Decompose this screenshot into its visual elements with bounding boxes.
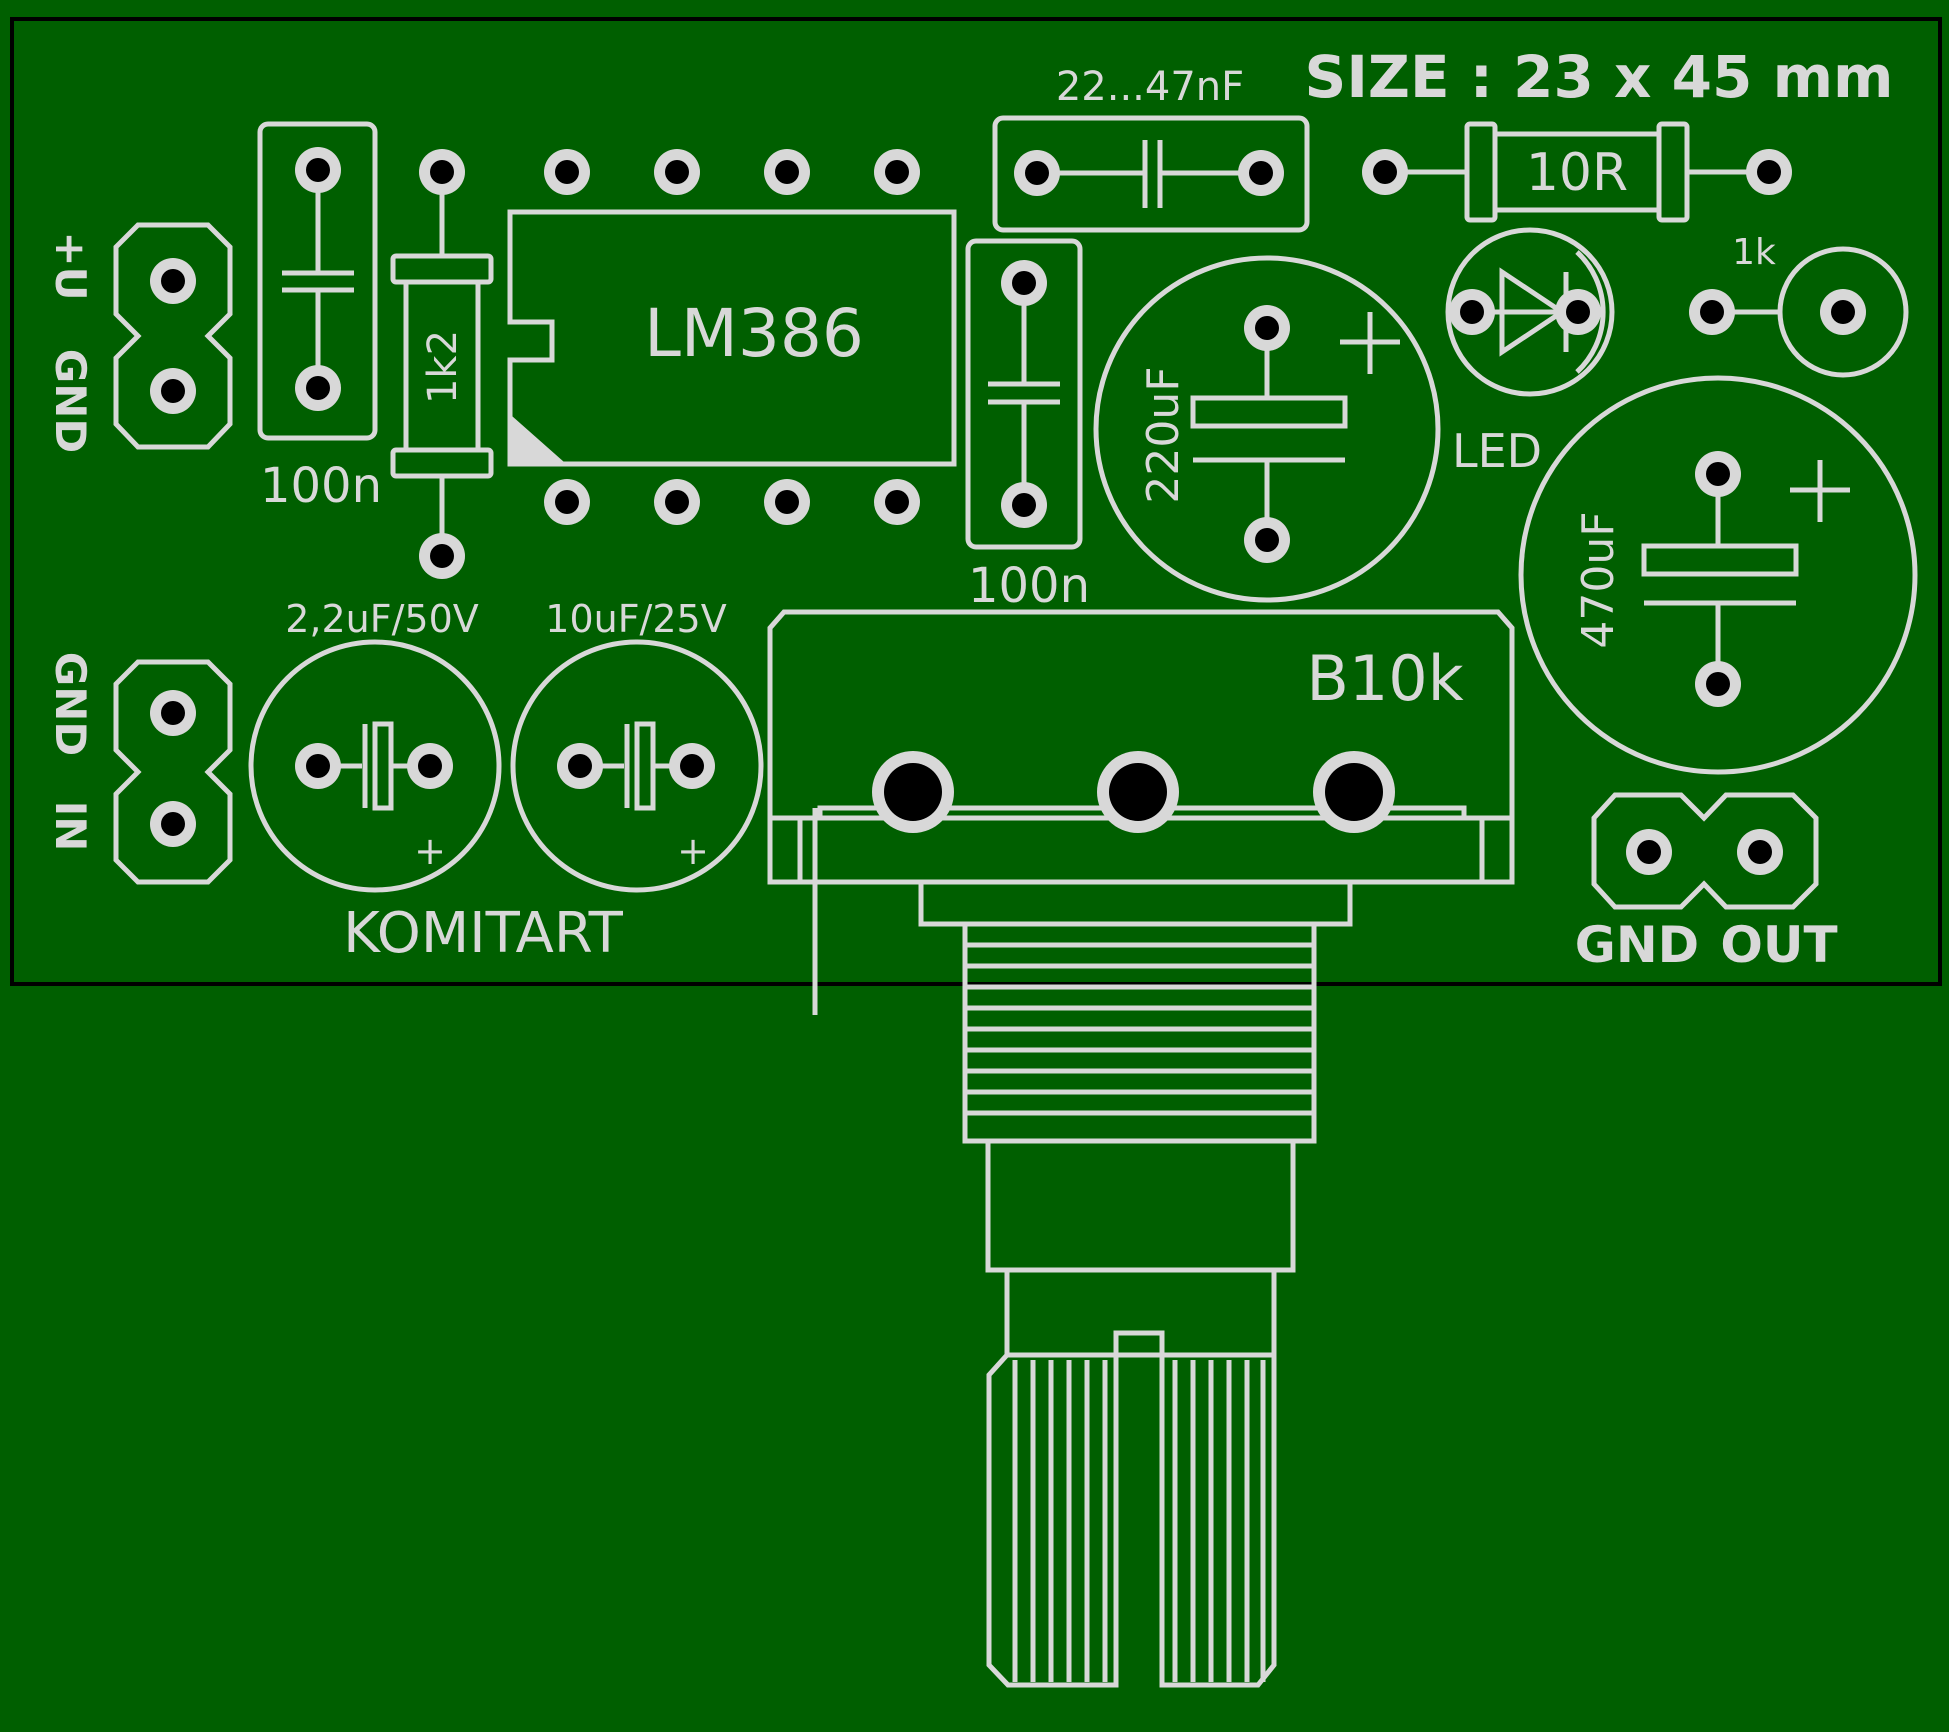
power-u-label: +U xyxy=(46,231,95,300)
cap-10u-plus: + xyxy=(677,829,709,873)
output-out-label: OUT xyxy=(1720,916,1837,974)
board-outline xyxy=(10,17,1942,986)
input-gnd-label: GND xyxy=(46,652,95,757)
size-label: SIZE : 23 x 45 mm xyxy=(1305,43,1894,111)
cap-2u2-plus: + xyxy=(414,829,446,873)
cap-100n-left-label: 100n xyxy=(260,458,382,514)
led-label: LED xyxy=(1452,424,1542,478)
ic-lm386 xyxy=(507,209,957,467)
ic-pin1-marker xyxy=(512,416,564,462)
cap-100n-mid-label: 100n xyxy=(968,558,1090,614)
brand-label: KOMITART xyxy=(343,901,624,966)
cap-470uf-label: 470uF xyxy=(1573,511,1624,648)
input-in-label: IN xyxy=(46,801,95,852)
resistor-10r-label: 10R xyxy=(1526,143,1628,203)
power-connector xyxy=(113,222,233,450)
output-connector xyxy=(1591,792,1819,910)
resistor-1k-label: 1k xyxy=(1732,232,1776,273)
capacitor-100n-left xyxy=(257,121,378,441)
cap-220uf-label: 220uF xyxy=(1138,366,1189,503)
ic-label: LM386 xyxy=(644,295,864,372)
capacitor-470uf xyxy=(1518,375,1918,775)
cap-10u-label: 10uF/25V xyxy=(545,597,726,641)
input-connector xyxy=(113,659,233,885)
output-gnd-label: GND xyxy=(1575,916,1699,974)
pot-label: B10k xyxy=(1306,642,1463,715)
film-cap-label: 22...47nF xyxy=(1056,64,1244,110)
cap-2u2-label: 2,2uF/50V xyxy=(285,597,479,641)
resistor-1k2-label: 1k2 xyxy=(420,330,466,404)
power-gnd-label: GND xyxy=(46,349,95,454)
capacitor-220uf xyxy=(1093,255,1441,603)
